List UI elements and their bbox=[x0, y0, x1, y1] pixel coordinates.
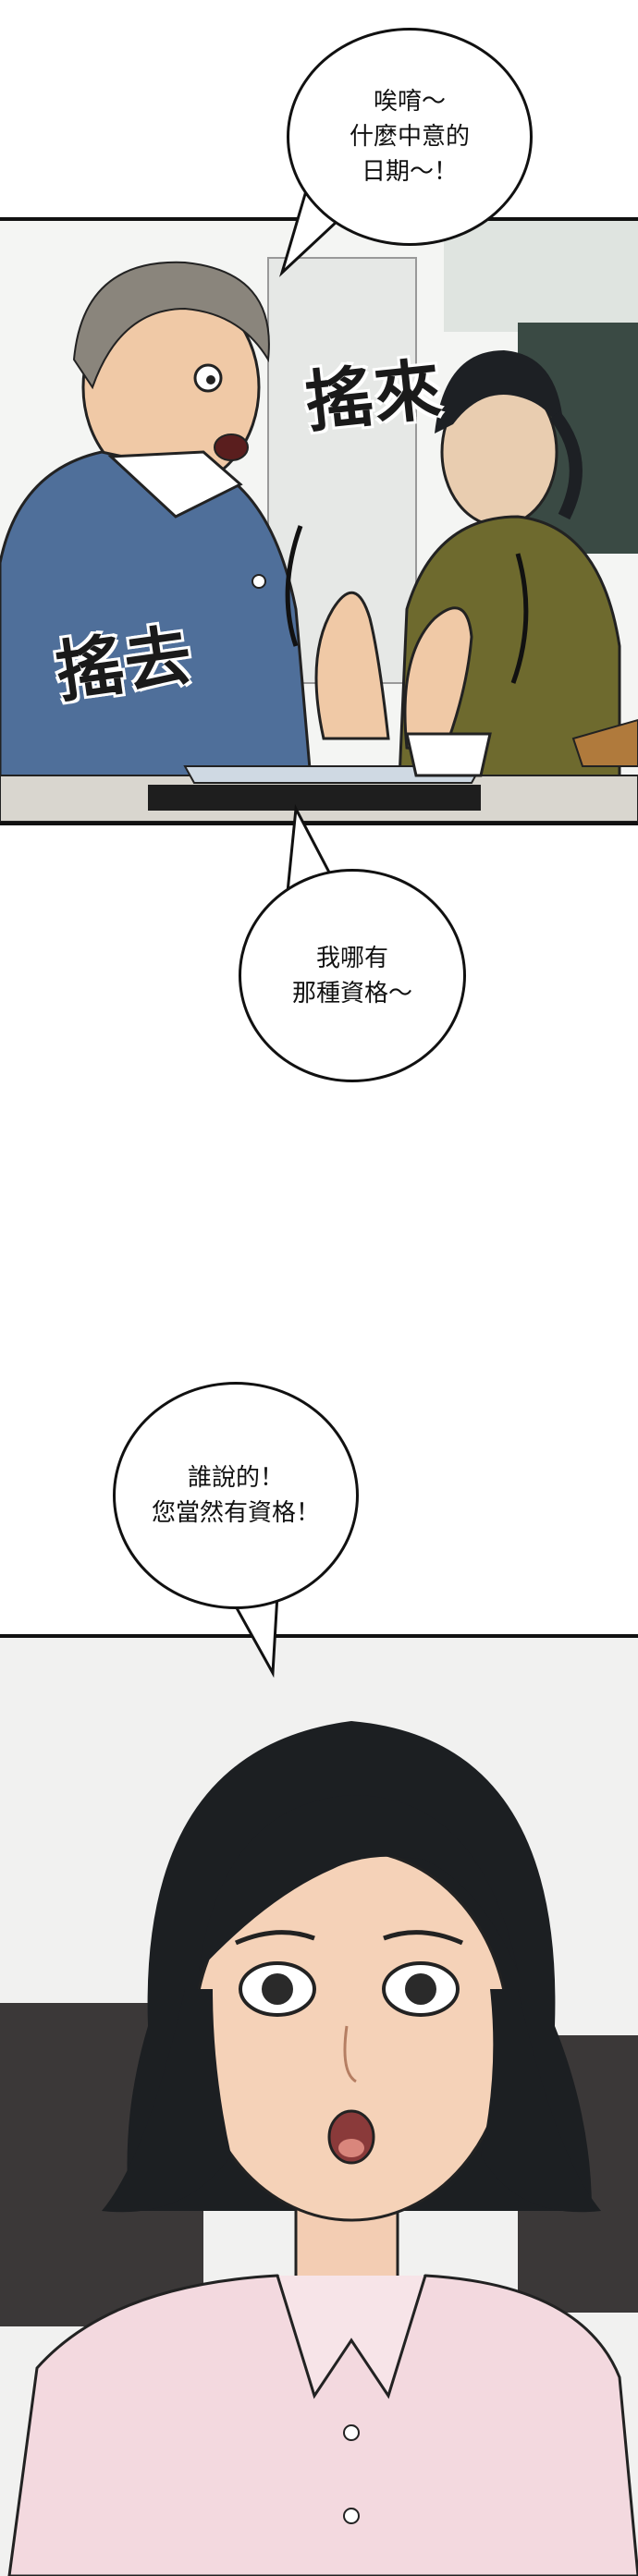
speech-bubble-top: 唉唷～ 什麼中意的 日期～！ bbox=[287, 28, 533, 246]
bubble-text-line: 您當然有資格！ bbox=[151, 1499, 320, 1527]
panel-young-woman-art bbox=[0, 1638, 638, 2576]
panel-couple-art bbox=[0, 221, 638, 822]
panel-young-woman bbox=[0, 1634, 638, 2576]
speech-bubble-middle: 我哪有 那種資格～ bbox=[239, 869, 466, 1082]
speech-bubble-lower: 誰說的！ 您當然有資格！ bbox=[113, 1382, 359, 1609]
sfx-left: 搖去 bbox=[51, 616, 199, 712]
bubble-text-line: 日期～！ bbox=[361, 158, 458, 186]
sfx-right: 搖來 bbox=[301, 349, 447, 442]
bubble-text-line: 我哪有 bbox=[315, 944, 388, 972]
panel-couple: 搖去 搖來 bbox=[0, 217, 638, 825]
bubble-text-line: 誰說的！ bbox=[187, 1464, 284, 1492]
bubble-text-line: 唉唷～ bbox=[373, 88, 446, 116]
bubble-text-line: 什麼中意的 bbox=[349, 123, 470, 151]
bubble-text-line: 那種資格～ bbox=[291, 979, 412, 1007]
